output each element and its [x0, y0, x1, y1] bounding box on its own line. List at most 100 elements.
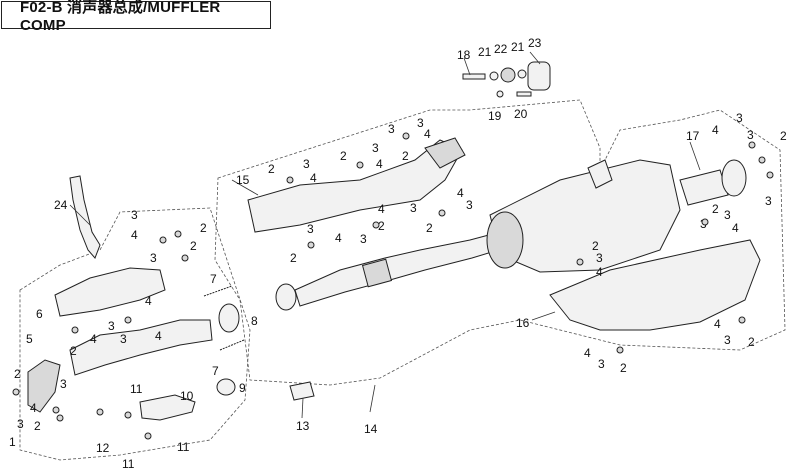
muffler-group-outline	[214, 99, 786, 386]
svg-text:4: 4	[90, 332, 97, 346]
callout-9: 9	[239, 381, 246, 395]
svg-text:2: 2	[14, 367, 21, 381]
svg-text:4: 4	[310, 171, 317, 185]
gasket-8	[218, 303, 240, 333]
callout-23: 23	[528, 36, 542, 50]
header-guard	[27, 359, 61, 413]
washer-21a	[489, 71, 499, 81]
svg-text:2: 2	[340, 149, 347, 163]
muffler-front-cap	[486, 211, 524, 269]
callout-1: 1	[9, 435, 16, 449]
svg-text:4: 4	[131, 228, 138, 242]
callout-20: 20	[514, 107, 528, 121]
svg-text:3: 3	[150, 251, 157, 265]
svg-text:3: 3	[131, 208, 138, 222]
svg-text:4: 4	[457, 186, 464, 200]
nut-19	[496, 90, 504, 98]
svg-text:3: 3	[388, 122, 395, 136]
svg-text:3: 3	[60, 377, 67, 391]
svg-text:4: 4	[596, 265, 603, 279]
callout-14: 14	[364, 422, 378, 436]
main-exhaust-pipe	[294, 231, 506, 307]
bolt-18	[462, 73, 486, 80]
exhaust-header	[69, 319, 213, 376]
callout-6: 6	[36, 307, 43, 321]
callout-10: 10	[180, 389, 194, 403]
svg-text:3: 3	[724, 333, 731, 347]
pipe-inlet-flange	[275, 283, 297, 311]
diagram-title: F02-B 消声器总成/MUFFLER COMP	[1, 0, 271, 34]
svg-text:4: 4	[712, 123, 719, 137]
svg-text:2: 2	[426, 221, 433, 235]
svg-text:3: 3	[372, 141, 379, 155]
svg-text:2: 2	[620, 361, 627, 375]
svg-text:2: 2	[402, 149, 409, 163]
svg-text:2: 2	[712, 202, 719, 216]
callout-24: 24	[54, 198, 68, 212]
pipe-sleeve	[361, 258, 393, 288]
svg-text:4: 4	[584, 346, 591, 360]
callout-11b: 11	[177, 440, 190, 454]
callout-13: 13	[296, 419, 310, 433]
svg-text:3: 3	[417, 116, 424, 130]
callout-11a: 11	[130, 382, 143, 396]
bolt-20	[516, 91, 532, 97]
callout-11c: 11	[122, 457, 135, 471]
svg-text:4: 4	[335, 231, 342, 245]
svg-text:4: 4	[732, 221, 739, 235]
heat-shield-upper	[247, 139, 463, 233]
svg-text:2: 2	[592, 239, 599, 253]
svg-text:4: 4	[424, 127, 431, 141]
svg-text:3: 3	[724, 208, 731, 222]
leader-lines	[69, 51, 701, 419]
muffler-bracket	[587, 159, 613, 189]
svg-text:3: 3	[466, 198, 473, 212]
svg-text:3: 3	[747, 128, 754, 142]
callout-7b: 7	[212, 364, 219, 378]
svg-text:2: 2	[190, 239, 197, 253]
callout-15: 15	[236, 173, 250, 187]
svg-text:3: 3	[598, 357, 605, 371]
svg-text:2: 2	[70, 344, 77, 358]
muffler-tail-pipe	[679, 169, 729, 206]
header-heat-shield	[54, 267, 166, 317]
spring-7a	[203, 285, 233, 297]
svg-text:2: 2	[748, 335, 755, 349]
callout-17: 17	[686, 129, 700, 143]
svg-text:3: 3	[736, 111, 743, 125]
callout-12: 12	[96, 441, 110, 455]
svg-text:3: 3	[360, 232, 367, 246]
diagram-title-text: F02-B 消声器总成/MUFFLER COMP	[20, 0, 221, 34]
svg-text:3: 3	[108, 319, 115, 333]
svg-text:3: 3	[307, 222, 314, 236]
spring-7b	[219, 339, 245, 351]
washer-21b	[517, 69, 527, 79]
fastener-marks	[12, 132, 774, 440]
svg-text:2: 2	[290, 251, 297, 265]
fastener-callouts: 3 4 2 2 3 4 3 4 2 3 4 4 3 2 3 2 2 3 4 2 …	[14, 111, 787, 433]
callout-5: 5	[26, 332, 33, 346]
svg-text:4: 4	[145, 294, 152, 308]
svg-text:2: 2	[780, 129, 787, 143]
svg-text:3: 3	[765, 194, 772, 208]
callout-18: 18	[457, 48, 471, 62]
svg-text:4: 4	[378, 202, 385, 216]
svg-text:3: 3	[120, 332, 127, 346]
spacer-22	[500, 67, 516, 83]
svg-text:2: 2	[378, 219, 385, 233]
callout-7a: 7	[210, 272, 217, 286]
svg-text:4: 4	[30, 401, 37, 415]
callout-16: 16	[516, 316, 530, 330]
callout-21a: 21	[478, 45, 492, 59]
svg-text:2: 2	[268, 162, 275, 176]
callout-19: 19	[488, 109, 502, 123]
heat-shield-upper-end	[424, 137, 466, 169]
callout-21b: 21	[511, 40, 525, 54]
callout-22: 22	[494, 42, 508, 56]
svg-text:3: 3	[17, 417, 24, 431]
clamp-bracket	[527, 61, 551, 91]
svg-text:3: 3	[410, 201, 417, 215]
svg-text:4: 4	[155, 329, 162, 343]
tail-pipe-flange	[721, 159, 747, 197]
